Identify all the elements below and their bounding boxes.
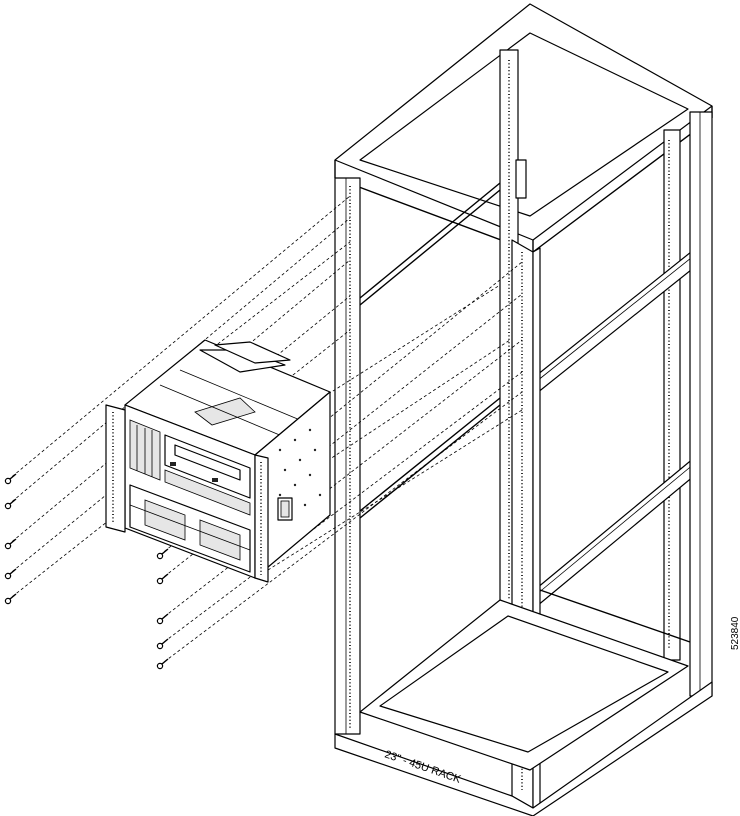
screw-icon	[156, 638, 169, 650]
screw-icon	[4, 498, 17, 510]
screw-icon	[4, 593, 17, 605]
front-modules	[129, 419, 251, 573]
mounting-screws	[4, 473, 169, 670]
screw-icon	[4, 538, 17, 550]
screw-icon	[4, 568, 17, 580]
chassis-side-vents	[278, 428, 322, 517]
rack-right-back-post	[689, 111, 713, 697]
screw-icon	[156, 573, 169, 585]
mounting-bracket-left	[105, 404, 126, 533]
rack-frame: 23" - 45U RACK	[334, 3, 713, 816]
screw-icon	[156, 613, 169, 625]
screw-icon	[4, 473, 17, 485]
screw-icon	[156, 548, 169, 560]
rack-top-frame	[334, 3, 713, 253]
figure-number: 523840	[730, 616, 740, 650]
mounting-bracket-right	[254, 454, 269, 583]
chassis	[105, 339, 331, 583]
rack-base	[334, 589, 713, 816]
screw-icon	[156, 658, 169, 670]
rack-front-left-post	[334, 177, 361, 735]
